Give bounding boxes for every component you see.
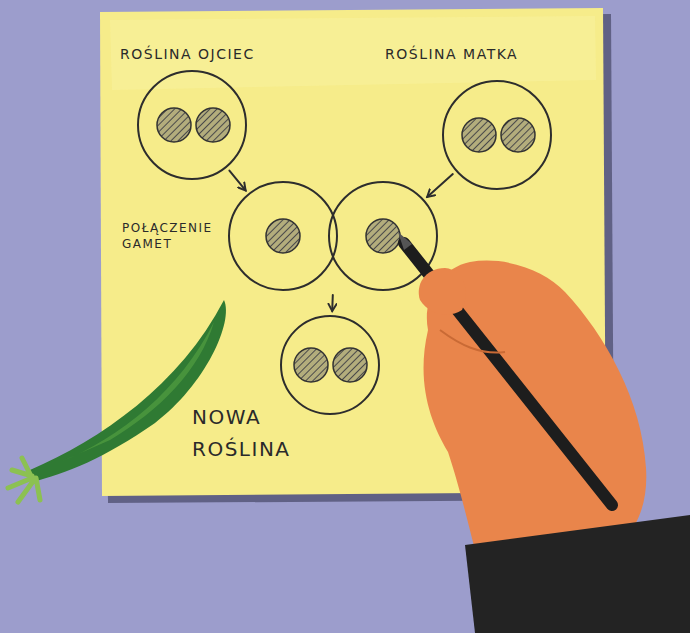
circle-outline xyxy=(442,80,552,190)
circle-node: ROŚLINA MATKA xyxy=(442,80,552,190)
circle-node: NOWA ROŚLINA xyxy=(280,315,380,415)
chromosome-dot xyxy=(333,348,367,382)
chromosome-dot xyxy=(157,108,191,142)
arrow-connector xyxy=(427,174,453,197)
arrow-connector xyxy=(229,171,245,191)
chromosome-dot xyxy=(462,118,496,152)
hand xyxy=(424,261,647,562)
finger xyxy=(419,268,466,315)
cell-circle xyxy=(329,182,437,290)
pencil-tip xyxy=(398,232,412,250)
chromosome-dot xyxy=(196,108,230,142)
sleeve xyxy=(465,515,690,633)
cell-circle xyxy=(229,182,337,290)
cell-circle xyxy=(281,316,379,414)
circle-node: POŁĄCZENIE GAMET xyxy=(228,181,438,291)
chromosome-dot xyxy=(266,219,300,253)
paper-note xyxy=(100,8,606,496)
circle-node: ROŚLINA OJCIEC xyxy=(137,70,247,180)
node-label: NOWA ROŚLINA xyxy=(192,401,320,465)
node-label: POŁĄCZENIE GAMET xyxy=(122,220,230,252)
node-label: ROŚLINA MATKA xyxy=(385,46,518,63)
circle-outline xyxy=(228,181,438,291)
paper-highlight xyxy=(110,16,596,90)
chromosome-dot xyxy=(294,348,328,382)
circle-outline xyxy=(137,70,247,180)
pencil xyxy=(404,243,612,505)
chromosome-dot xyxy=(501,118,535,152)
hand-crease xyxy=(440,330,505,353)
cell-circle xyxy=(443,81,551,189)
cell-circle xyxy=(138,71,246,179)
circle-outline xyxy=(280,315,380,415)
arrow-connector xyxy=(331,295,334,311)
pea-pod xyxy=(8,300,226,502)
node-label: ROŚLINA OJCIEC xyxy=(120,46,255,63)
chromosome-dot xyxy=(366,219,400,253)
